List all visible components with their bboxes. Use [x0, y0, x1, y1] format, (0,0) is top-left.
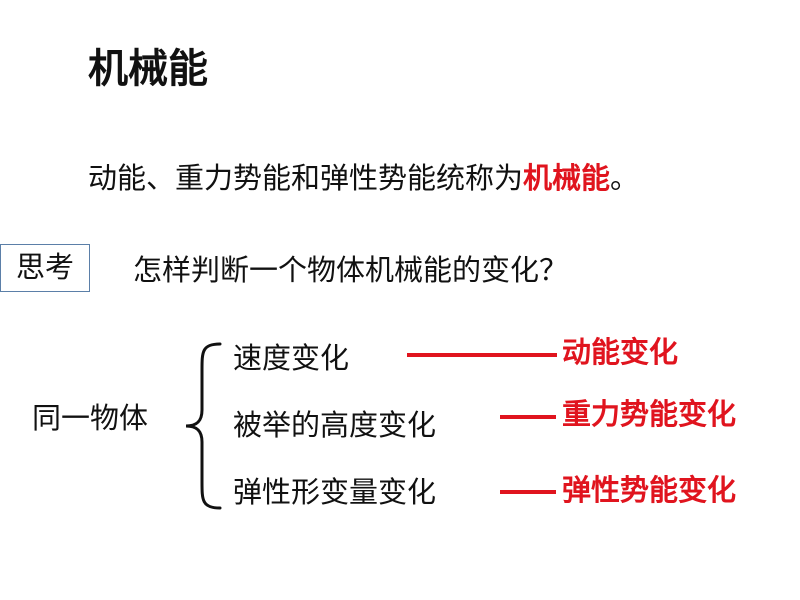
condition-deformation: 弹性形变量变化 [233, 475, 437, 509]
dash-connector-2 [500, 415, 556, 419]
dash-connector-3 [500, 490, 556, 494]
condition-speed: 速度变化 [233, 341, 350, 375]
think-label-box: 思考 [0, 244, 90, 292]
definition-highlight: 机械能 [523, 161, 611, 195]
definition-line: 动能、重力势能和弹性势能统称为机械能。 [88, 158, 639, 198]
slide-title: 机械能 [88, 46, 208, 92]
result-gravitational: 重力势能变化 [562, 397, 737, 431]
dash-connector-1 [407, 353, 557, 357]
question-text: 怎样判断一个物体机械能的变化？ [133, 253, 569, 287]
definition-suffix: 。 [610, 161, 640, 195]
condition-height: 被举的高度变化 [233, 408, 437, 442]
subject-label: 同一物体 [32, 401, 149, 435]
result-kinetic: 动能变化 [562, 335, 679, 369]
definition-prefix: 动能、重力势能和弹性势能统称为 [88, 161, 524, 195]
result-elastic: 弹性势能变化 [562, 473, 737, 507]
curly-brace-icon [185, 342, 222, 510]
